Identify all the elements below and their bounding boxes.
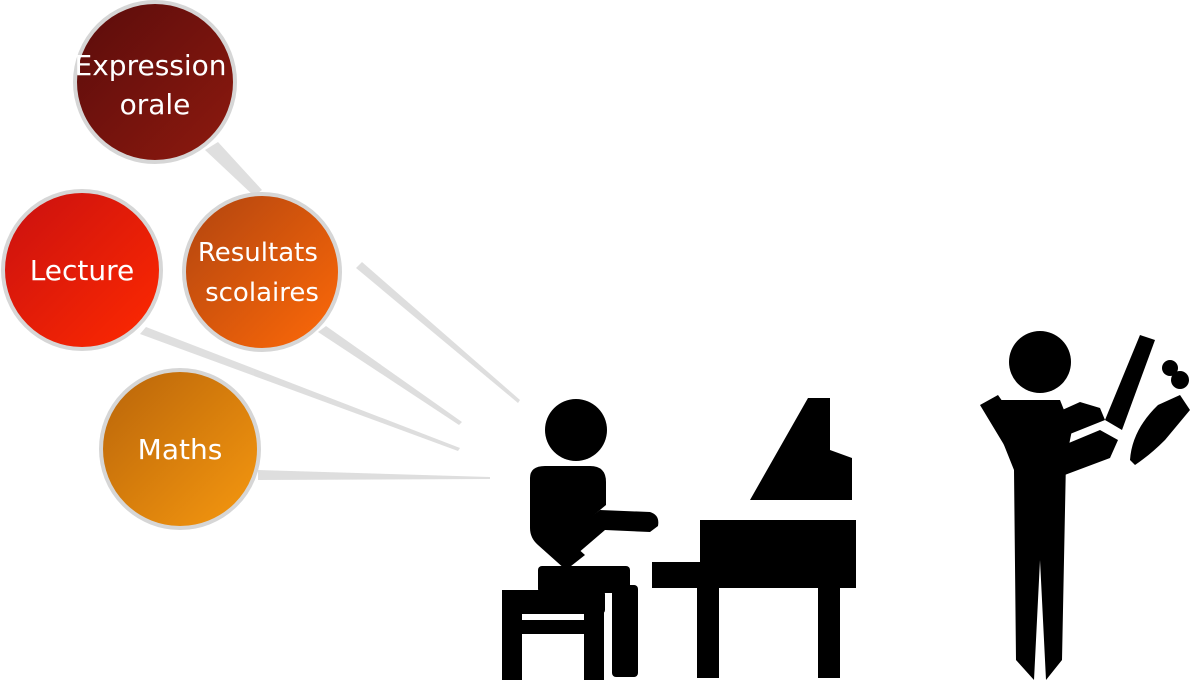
bubble-label-line: Resultats xyxy=(198,238,318,268)
connector-expression xyxy=(205,142,262,196)
bubble-label-line: scolaires xyxy=(205,278,319,308)
bubble-label-line: orale xyxy=(120,88,191,121)
bubble-maths: Maths xyxy=(99,368,261,530)
person-playing-violin-icon xyxy=(980,331,1190,680)
bubble-lecture: Lecture xyxy=(1,189,163,351)
svg-text:Resultats scolaires: Resultats scolaires xyxy=(198,238,326,308)
svg-text:Maths: Maths xyxy=(138,433,223,466)
connectors xyxy=(140,142,520,480)
svg-text:Expression orale: Expression orale xyxy=(75,49,236,121)
bubble-label-line: Maths xyxy=(138,433,223,466)
person-playing-piano-icon xyxy=(502,398,856,680)
connector-lecture xyxy=(140,327,460,451)
connector-resultats xyxy=(356,262,520,403)
bubble-label-line: Lecture xyxy=(30,254,135,287)
connector-maths xyxy=(258,470,490,480)
bubble-expression-orale: Expression orale xyxy=(73,0,237,164)
connector-lecture-resultats xyxy=(318,326,462,425)
bubble-label-line: Expression xyxy=(75,49,227,82)
bubble-resultats-scolaires: Resultats scolaires xyxy=(182,192,342,352)
svg-text:Lecture: Lecture xyxy=(30,254,135,287)
